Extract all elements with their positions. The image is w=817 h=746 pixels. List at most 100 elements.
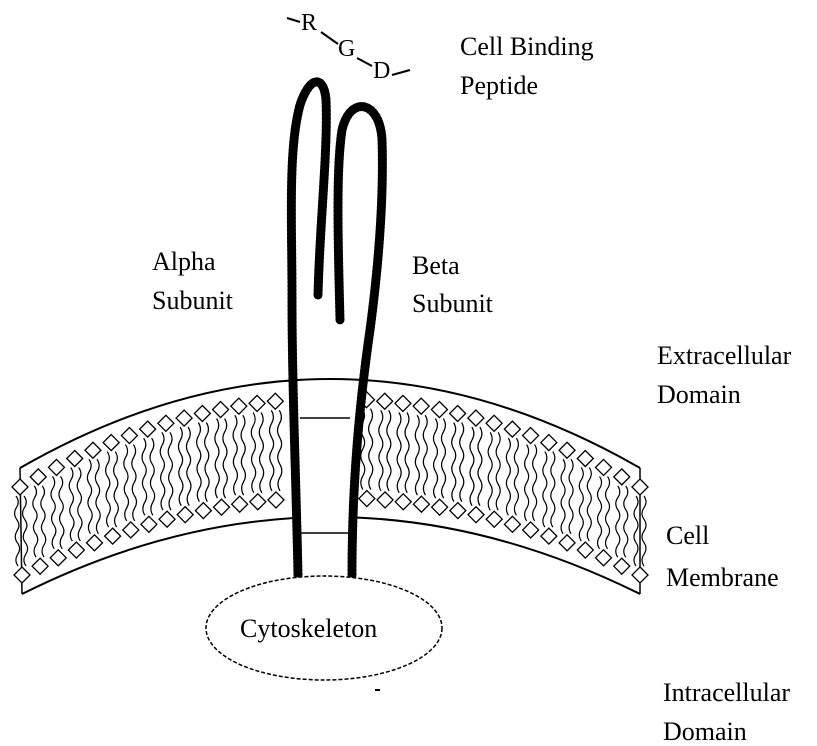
lipid-tail — [441, 419, 445, 499]
lipid-head — [249, 395, 265, 411]
rgd-peptide: R G D — [287, 10, 410, 84]
lipid-tail — [514, 438, 518, 515]
alpha-subunit-label-line1: Alpha — [152, 247, 216, 276]
peptide-g: G — [338, 36, 355, 62]
lipid-tail — [87, 459, 92, 534]
lipid-tail — [387, 410, 391, 491]
lipid-head — [213, 402, 229, 418]
lipid-head — [86, 535, 102, 551]
lipid-head — [250, 494, 266, 510]
lipid-tail — [186, 427, 191, 506]
lipid-head — [541, 528, 557, 544]
lipid-tail — [197, 423, 202, 502]
beta-subunit-label-line2: Subunit — [412, 289, 494, 318]
lipid-tail — [369, 409, 373, 490]
lipid-head — [85, 442, 101, 458]
lipid-tail — [132, 445, 137, 521]
lipid-head — [103, 435, 119, 451]
lipid-tail — [488, 432, 492, 510]
alpha-subunit-label-line2: Subunit — [152, 286, 234, 315]
lipid-head — [194, 406, 210, 422]
lipid-tail — [33, 486, 38, 557]
lipid-tail — [106, 452, 111, 528]
lipid-tail — [587, 468, 591, 542]
lipid-head — [232, 496, 248, 512]
lipid-tail — [233, 415, 237, 495]
lipid-head — [214, 499, 230, 515]
peptide-d: D — [373, 58, 390, 84]
transmembrane-channel — [298, 410, 354, 580]
lipid-head — [267, 393, 283, 409]
lipid-head — [450, 503, 466, 519]
lipid-tail — [551, 452, 555, 528]
lipid-head — [432, 499, 448, 515]
lipid-head — [450, 406, 466, 422]
beta-subunit-label-line1: Beta — [412, 251, 460, 280]
lipid-tail — [259, 412, 263, 492]
lipid-tail — [634, 496, 638, 566]
lipid-head — [159, 511, 175, 527]
lipid-tail — [397, 412, 401, 492]
lipid-head — [486, 511, 502, 527]
lipid-head — [504, 516, 520, 532]
lipid-head — [614, 469, 630, 485]
lipid-head — [123, 522, 139, 538]
cell-binding-peptide-label-line2: Peptide — [460, 71, 538, 100]
lipid-tail — [379, 410, 383, 491]
lipid-tail — [606, 476, 610, 548]
lipid-tail — [460, 423, 464, 502]
lipid-head — [140, 421, 156, 437]
lipid-tail — [241, 415, 245, 495]
lipid-head — [413, 398, 429, 414]
lipid-tail — [405, 412, 409, 492]
lipid-tail — [124, 445, 129, 521]
lipid-tail — [533, 445, 537, 521]
lipid-tail — [114, 452, 119, 528]
lipid-head — [395, 494, 411, 510]
lipid-tail — [506, 438, 510, 515]
cytoskeleton: Cytoskeleton — [206, 576, 442, 680]
lipid-tail — [205, 423, 210, 502]
lipid-tail — [160, 432, 165, 510]
lipid-head — [596, 550, 612, 566]
lipid-head — [559, 442, 575, 458]
intracellular-domain-label-line1: Intracellular — [663, 678, 790, 707]
lipid-tail — [251, 412, 255, 492]
lipid-tail — [69, 468, 74, 542]
lipid-tail — [616, 486, 620, 557]
peptide-r: R — [301, 10, 317, 36]
lipid-head — [632, 479, 648, 495]
lipid-tail — [642, 496, 646, 566]
extracellular-domain-label-line1: Extracellular — [657, 341, 792, 370]
lipid-head — [231, 398, 247, 414]
lipid-tail — [77, 468, 82, 542]
cell-membrane-label-line1: Cell — [666, 521, 709, 550]
lipid-tail — [598, 476, 602, 548]
lipid-head — [577, 451, 593, 467]
lipid-tail — [543, 452, 547, 528]
lipid-head — [158, 415, 174, 431]
cytoskeleton-label: Cytoskeleton — [240, 614, 377, 643]
lipid-tail — [423, 415, 427, 495]
lipid-head — [614, 558, 630, 574]
lipid-tail — [415, 415, 419, 495]
lipid-tail — [478, 427, 482, 506]
cell-binding-peptide-label-line1: Cell Binding — [460, 32, 594, 61]
lipid-head — [12, 479, 28, 495]
lipid-head — [468, 410, 484, 426]
lipid-head — [413, 496, 429, 512]
lipid-head — [14, 567, 30, 583]
lipid-head — [431, 402, 447, 418]
lipid-head — [177, 507, 193, 523]
lipid-tail — [470, 427, 474, 506]
lipid-tail — [223, 419, 227, 499]
lipid-tail — [569, 459, 573, 534]
lipid-head — [377, 393, 393, 409]
lipid-head — [559, 535, 575, 551]
lipid-head — [30, 469, 46, 485]
lipid-tail — [59, 476, 64, 548]
lipid-head — [577, 542, 593, 558]
lipid-head — [121, 428, 137, 444]
lipid-tail — [579, 468, 583, 542]
